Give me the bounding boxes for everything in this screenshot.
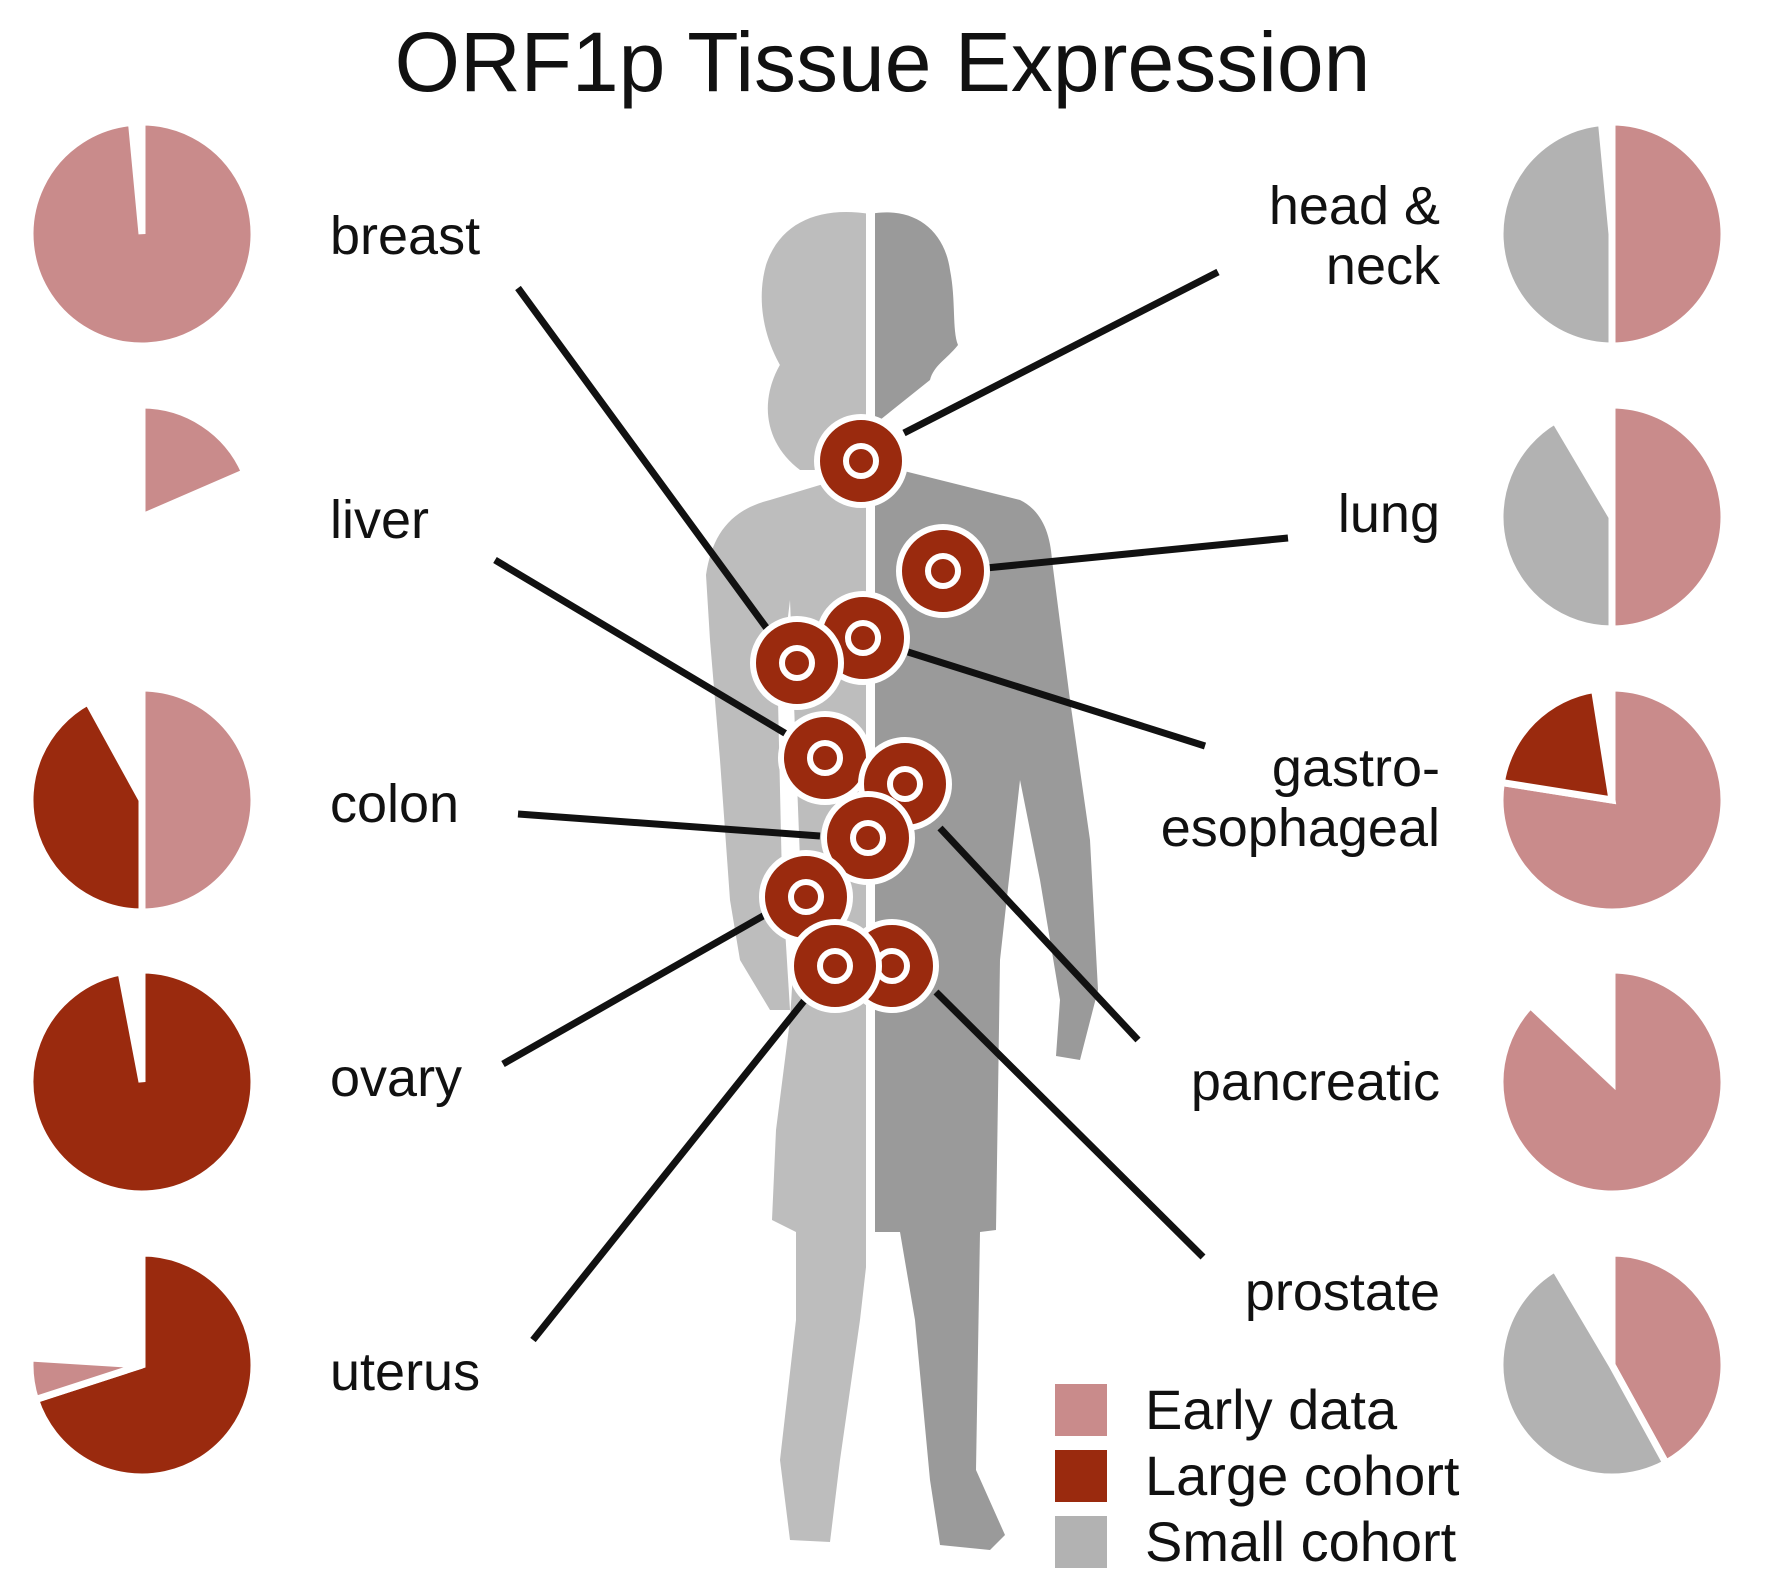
pie-colon — [26, 684, 258, 916]
legend-swatch-small — [1055, 1516, 1107, 1568]
connector-breast — [515, 285, 771, 633]
pie-slice-gastro-esophageal-large — [1497, 685, 1617, 805]
label-lung: lung — [1337, 484, 1440, 544]
connector-liver — [493, 556, 790, 739]
marker-lung — [896, 524, 990, 618]
legend-label-large: Large cohort — [1145, 1444, 1460, 1507]
connector-lines — [493, 268, 1289, 1343]
label-uterus: uterus — [330, 1342, 481, 1402]
pie-liver — [138, 401, 250, 523]
pie-slice-colon-early — [138, 684, 258, 916]
pie-slice-breast-early — [26, 118, 258, 350]
pie-lung — [1496, 401, 1728, 633]
label-pancreatic: pancreatic — [1190, 1052, 1440, 1112]
legend-swatch-large — [1055, 1450, 1107, 1502]
legend-swatch-early — [1055, 1384, 1107, 1436]
label-gastro-esophageal: gastro- esophageal — [1160, 738, 1440, 858]
connector-gastro-esophageal — [906, 648, 1207, 750]
marker-colon — [821, 791, 915, 885]
connector-colon — [517, 810, 821, 840]
pie-pancreatic — [1496, 966, 1728, 1198]
pie-prostate — [1496, 1249, 1728, 1481]
pie-gastro-esophageal — [1496, 684, 1728, 916]
pie-slice-head-neck-early — [1608, 118, 1728, 350]
tissue-markers — [750, 414, 990, 1013]
silhouette-right-half — [870, 212, 1098, 1550]
pie-slice-uterus-early — [26, 1354, 144, 1405]
pie-slice-uterus-large — [31, 1249, 258, 1481]
label-colon: colon — [330, 774, 460, 834]
connector-ovary — [501, 908, 772, 1068]
label-prostate: prostate — [1244, 1262, 1440, 1322]
pie-ovary — [26, 966, 258, 1198]
connector-prostate — [933, 989, 1206, 1260]
legend-label-early: Early data — [1145, 1378, 1398, 1441]
pie-uterus — [26, 1249, 258, 1481]
connector-lung — [985, 534, 1289, 572]
figure-title: ORF1p Tissue Expression — [394, 15, 1371, 109]
label-liver: liver — [330, 490, 430, 550]
connector-pancreatic — [937, 825, 1141, 1043]
legend-early: Early data — [1055, 1382, 1397, 1438]
pie-head-neck — [1496, 118, 1728, 350]
label-head-neck: head & neck — [1268, 176, 1440, 296]
pie-slice-colon-large — [26, 697, 146, 916]
marker-breast — [750, 616, 844, 710]
legend-large: Large cohort — [1055, 1448, 1459, 1504]
marker-head-neck — [814, 414, 908, 508]
connector-head-neck — [902, 268, 1220, 437]
legend-small: Small cohort — [1055, 1514, 1456, 1570]
legend-label-small: Small cohort — [1145, 1510, 1457, 1573]
pie-slice-liver-early — [138, 401, 250, 523]
pie-slice-lung-small — [1496, 415, 1616, 633]
label-ovary: ovary — [330, 1048, 463, 1108]
pie-slice-ovary-large — [26, 966, 258, 1198]
pie-slice-lung-early — [1608, 401, 1728, 633]
pie-slice-head-neck-small — [1496, 118, 1616, 350]
pie-slice-prostate-small — [1496, 1263, 1671, 1481]
pie-charts — [26, 118, 1728, 1481]
marker-liver — [778, 711, 872, 805]
connector-uterus — [530, 993, 811, 1343]
pie-breast — [26, 118, 258, 350]
label-breast: breast — [330, 206, 481, 266]
marker-uterus — [788, 919, 882, 1013]
pie-slice-pancreatic-early — [1496, 966, 1728, 1198]
